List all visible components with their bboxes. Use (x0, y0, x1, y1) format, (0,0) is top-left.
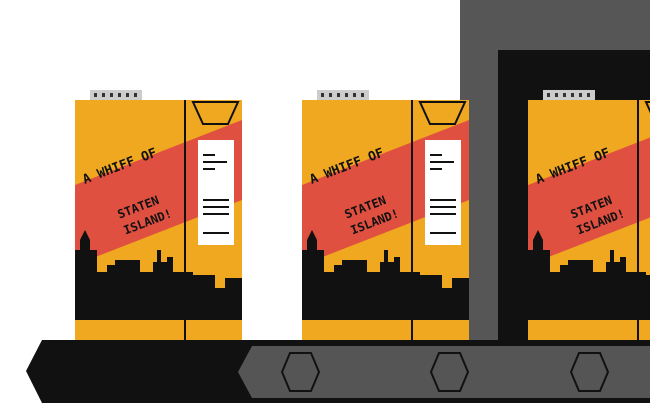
carton-2: A WHIFF OF STATEN ISLAND! (302, 90, 469, 340)
belt-roller-1 (280, 352, 321, 392)
carton-3: A WHIFF OF STATEN ISLAND! (528, 90, 650, 340)
belt-roller-2 (429, 352, 470, 392)
belt-roller-3 (569, 352, 610, 392)
conveyor-belt (26, 340, 650, 403)
carton-1: A WHIFF OF STATEN ISLAND! (75, 90, 242, 340)
